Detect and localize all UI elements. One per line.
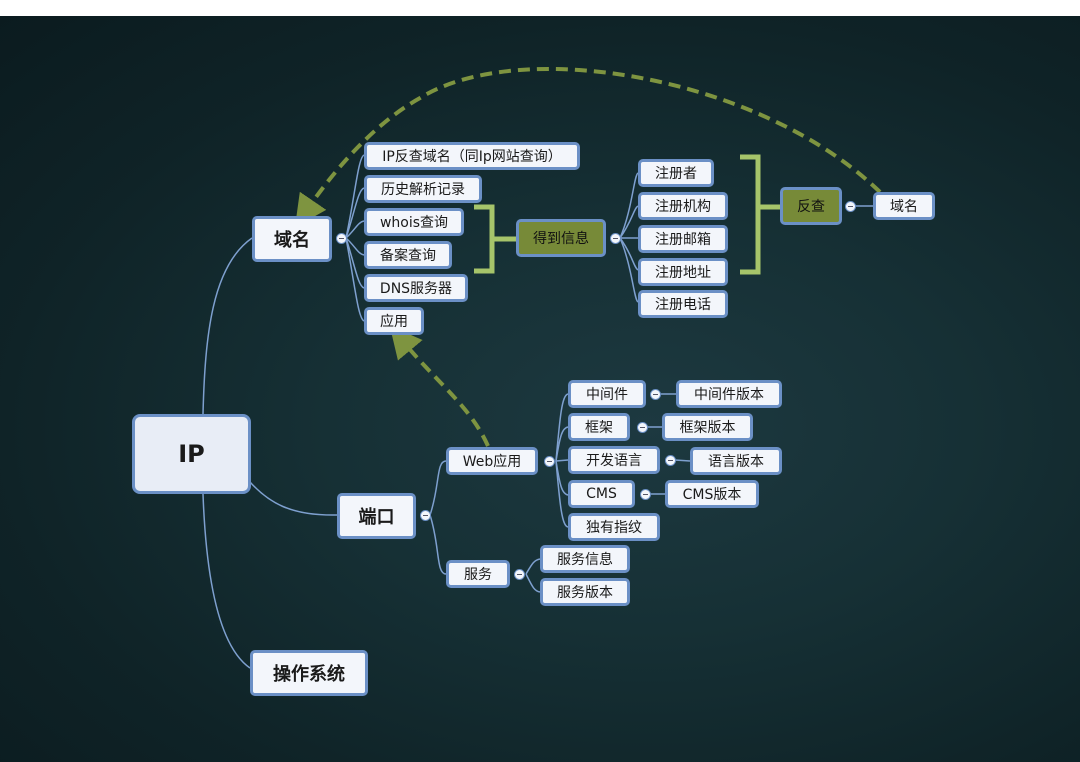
connector-layer [202, 67, 882, 669]
collapse-framework-icon[interactable] [637, 422, 648, 433]
branch-lines [202, 154, 873, 669]
domain-dns[interactable]: DNS服务器 [364, 274, 468, 302]
domain-history[interactable]: 历史解析记录 [364, 175, 482, 203]
domain-app[interactable]: 应用 [364, 307, 424, 335]
line-web-middleware [555, 393, 569, 462]
line-domain-whois [345, 220, 365, 239]
collapse-middleware-icon[interactable] [650, 389, 661, 400]
arrow-web-to-app [389, 325, 490, 447]
domain-ip-reverse[interactable]: IP反查域名（同Ip网站查询） [364, 142, 580, 170]
line-info-org [619, 205, 639, 239]
line-info-registrant [619, 172, 639, 239]
service-version[interactable]: 服务版本 [540, 578, 630, 606]
line-root-os [202, 493, 251, 669]
info-org[interactable]: 注册机构 [638, 192, 728, 220]
line-info-address [619, 237, 639, 271]
line-domain-icp [345, 237, 365, 256]
service-info[interactable]: 服务信息 [540, 545, 630, 573]
line-info-phone [619, 237, 639, 303]
port-service[interactable]: 服务 [446, 560, 510, 588]
root-node[interactable]: IP [132, 414, 251, 494]
collapse-service-icon[interactable] [514, 569, 525, 580]
port-web-app[interactable]: Web应用 [446, 447, 538, 475]
branch-os[interactable]: 操作系统 [250, 650, 368, 696]
line-port-web [429, 460, 447, 516]
web-fingerprint[interactable]: 独有指纹 [568, 513, 660, 541]
line-domain-app [345, 237, 365, 322]
line-root-domain [202, 237, 253, 415]
version-middleware[interactable]: 中间件版本 [676, 380, 782, 408]
version-cms[interactable]: CMS版本 [665, 480, 759, 508]
line-web-language [555, 459, 569, 462]
line-service-version [525, 573, 541, 593]
info-registrant[interactable]: 注册者 [638, 159, 714, 187]
info-email[interactable]: 注册邮箱 [638, 225, 728, 253]
reverse-domain[interactable]: 域名 [873, 192, 935, 220]
line-language-version [674, 459, 691, 462]
web-cms[interactable]: CMS [568, 480, 635, 508]
collapse-language-icon[interactable] [665, 455, 676, 466]
collapse-port-icon[interactable] [420, 510, 431, 521]
line-port-service [429, 514, 447, 575]
line-service-info [525, 558, 541, 575]
arrow-reverse-to-domain [294, 67, 882, 228]
version-language[interactable]: 语言版本 [690, 447, 782, 475]
bracket-reverse-info [740, 154, 780, 275]
web-framework[interactable]: 框架 [568, 413, 630, 441]
line-web-fingerprint [555, 460, 569, 528]
collapse-cms-icon[interactable] [640, 489, 651, 500]
collapse-info-icon[interactable] [610, 233, 621, 244]
collapse-domain-icon[interactable] [336, 233, 347, 244]
line-domain-ip-reverse [345, 154, 365, 239]
web-language[interactable]: 开发语言 [568, 446, 660, 474]
branch-domain[interactable]: 域名 [252, 216, 332, 262]
web-middleware[interactable]: 中间件 [568, 380, 646, 408]
domain-whois[interactable]: whois查询 [364, 208, 464, 236]
collapse-web-icon[interactable] [544, 456, 555, 467]
collapse-reverse-icon[interactable] [845, 201, 856, 212]
line-domain-history [345, 187, 365, 239]
line-root-port [249, 481, 338, 516]
line-web-framework [555, 426, 569, 462]
bracket-domain-info [474, 204, 516, 274]
version-framework[interactable]: 框架版本 [662, 413, 753, 441]
line-domain-dns [345, 237, 365, 289]
domain-icp[interactable]: 备案查询 [364, 241, 452, 269]
summary-info[interactable]: 得到信息 [516, 219, 606, 257]
summary-reverse[interactable]: 反查 [780, 187, 842, 225]
summary-brackets [474, 154, 780, 275]
mindmap-canvas: IP 域名 端口 操作系统 IP反查域名（同Ip网站查询） 历史解析记录 who… [0, 16, 1080, 762]
branch-port[interactable]: 端口 [337, 493, 416, 539]
relationship-arrows [294, 67, 882, 447]
info-address[interactable]: 注册地址 [638, 258, 728, 286]
info-phone[interactable]: 注册电话 [638, 290, 728, 318]
